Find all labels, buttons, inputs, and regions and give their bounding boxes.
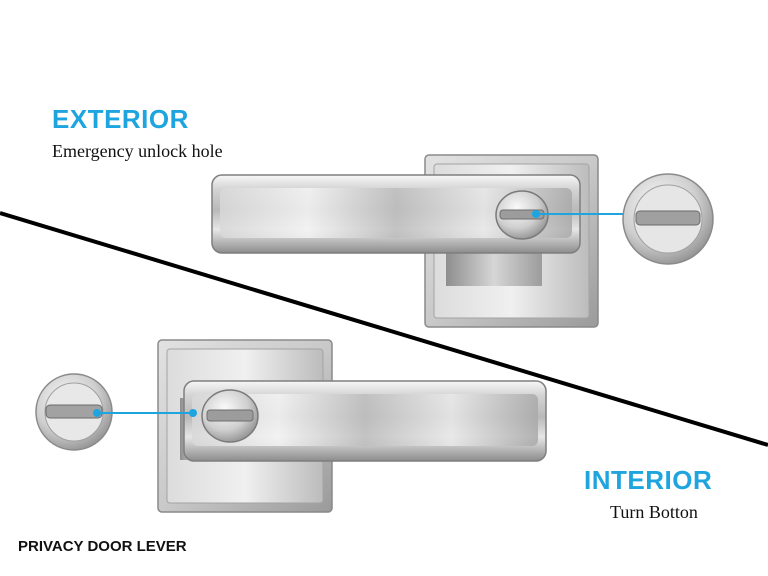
product-name-caption: PRIVACY DOOR LEVER [18,538,187,555]
turn-button-slot-closeup [45,404,103,419]
exterior-description: Emergency unlock hole [52,141,223,161]
exterior-heading: EXTERIOR [52,104,189,134]
interior-lever-assembly [157,339,547,513]
diagonal-divider-line [0,211,768,447]
interior-callout [35,373,197,451]
interior-description: Turn Botton [610,502,698,522]
exterior-lever-assembly [211,154,599,328]
turn-button-slot [206,409,254,422]
interior-heading: INTERIOR [584,465,713,495]
exterior-callout [532,173,714,265]
exterior-pointer-dot [532,210,540,218]
emergency-unlock-slot-closeup [635,210,701,226]
interior-pointer-dot [93,409,101,417]
interior-pointer-dot [189,409,197,417]
